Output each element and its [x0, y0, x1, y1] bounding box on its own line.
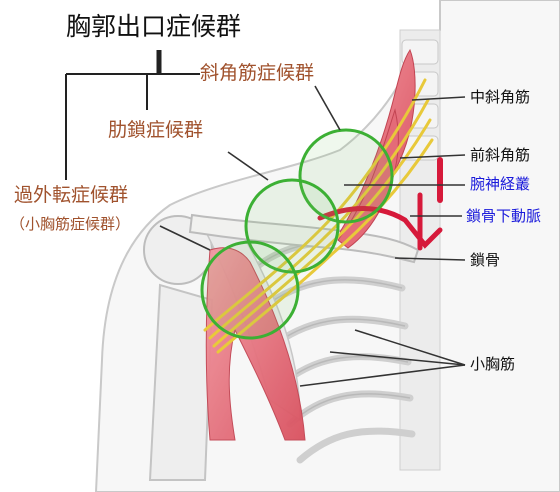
hyperabduction-syndrome-label: 過外転症候群	[14, 184, 129, 206]
pectoralis-minor-label: 小胸筋	[470, 355, 516, 373]
costoclavicular-syndrome-label: 肋鎖症候群	[108, 119, 204, 141]
middle-scalene-label: 中斜角筋	[470, 88, 531, 106]
anterior-scalene-label: 前斜角筋	[470, 146, 531, 164]
anatomy-leader-lines	[299, 96, 466, 387]
syndrome-bracket	[65, 50, 200, 180]
subclavian-artery	[317, 157, 443, 251]
compression-sites	[200, 128, 394, 340]
page-title: 胸郭出口症候群	[66, 12, 242, 41]
scalene-syndrome-label: 斜角筋症候群	[200, 62, 315, 84]
clavicle-label: 鎖骨	[470, 251, 501, 269]
brachial-plexus-nerves	[203, 78, 434, 354]
brachial-plexus-label: 腕神経叢	[470, 175, 531, 193]
scalene-compression-circle	[298, 128, 394, 224]
pectoralis-minor-compression-circle	[200, 240, 300, 340]
syndrome-leader-lines	[159, 85, 341, 251]
pectoralis-minor-muscle	[205, 247, 306, 441]
subclavian-artery-label: 鎖骨下動脈	[466, 207, 542, 225]
costoclavicular-compression-circle	[244, 178, 340, 274]
pectoralis-minor-syndrome-alias: （小胸筋症候群）	[10, 215, 131, 233]
